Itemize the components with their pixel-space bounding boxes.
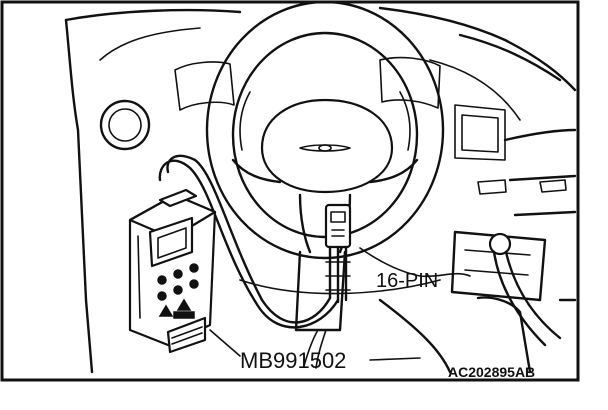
tool-label: MB991502 [240,348,346,373]
cable [158,154,340,369]
left-air-vent [99,99,151,151]
scan-tool-device [128,188,217,354]
figure-frame [0,0,580,382]
figure-code-label: AC202895AB [448,364,535,380]
gear-shifter [476,232,577,374]
leader-lines [209,247,471,361]
instrument-cluster [174,56,506,161]
steering-column [239,230,547,374]
keypad [157,263,199,319]
diagnostic-connector [324,203,352,304]
dashboard-outline [64,6,577,374]
connector-label: 16-PIN [376,270,438,292]
